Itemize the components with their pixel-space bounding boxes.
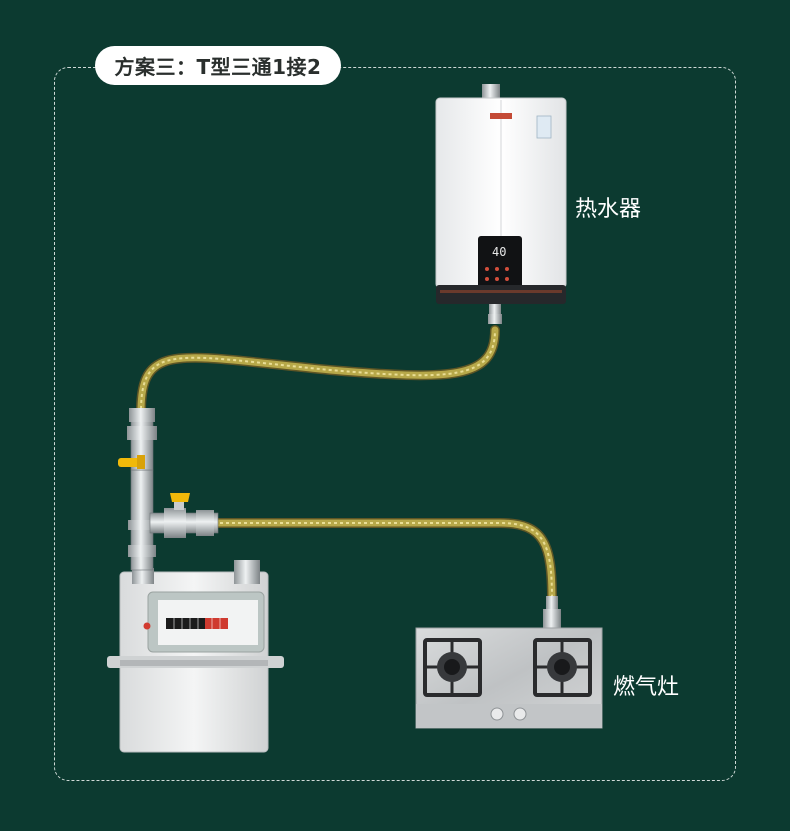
- brand-logo: [490, 113, 512, 119]
- right-knob: [513, 707, 527, 721]
- gas-meter: [107, 560, 284, 753]
- dashed-frame: [54, 67, 736, 781]
- left-knob: [490, 707, 504, 721]
- heater-display: 40: [492, 245, 506, 259]
- hose-to-stove: [209, 518, 557, 605]
- heater-buttons: [485, 267, 509, 281]
- hose-to-heater: [135, 325, 500, 420]
- scheme-title: 方案三：T型三通1接2: [114, 55, 322, 79]
- gas-stove-label: 燃气灶: [613, 675, 680, 700]
- control-panel: [478, 236, 522, 288]
- left-burner: [423, 638, 482, 697]
- right-burner: [533, 638, 592, 697]
- t-fitting-assembly: [118, 408, 219, 571]
- meter-counter: [166, 618, 228, 629]
- upper-valve-handle: [118, 458, 140, 467]
- water-heater-label: 热水器: [575, 197, 642, 222]
- lower-valve-handle: [170, 493, 190, 502]
- gas-stove: [415, 596, 603, 729]
- scheme-title-badge: 方案三：T型三通1接2: [95, 46, 341, 85]
- water-heater: 40: [435, 84, 567, 324]
- energy-label: [536, 115, 552, 139]
